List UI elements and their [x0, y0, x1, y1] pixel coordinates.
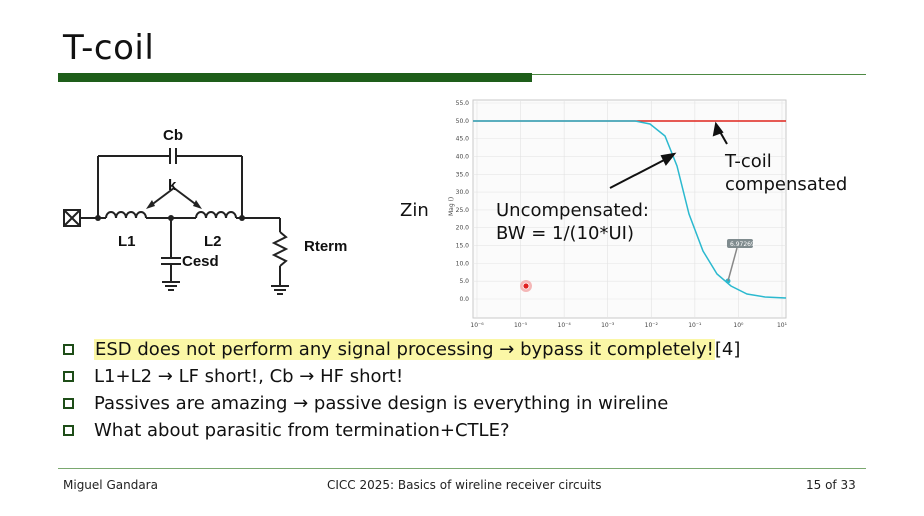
bullet-reference: [4] — [714, 339, 741, 360]
l2-label: L2 — [204, 233, 222, 250]
y-tick-label: 10.0 — [456, 260, 470, 267]
footer-author: Miguel Gandara — [63, 478, 158, 492]
inductor-l1 — [105, 211, 147, 219]
x-tick-label: 10⁻⁶ — [470, 322, 484, 329]
zin-label: Zin — [400, 200, 429, 221]
tcoil-label: T-coil — [725, 151, 772, 172]
uncompensated-label: Uncompensated: — [496, 200, 649, 221]
bullet-item: L1+L2 → LF short!, Cb → HF short! — [63, 363, 740, 390]
slide-title: T-coil — [63, 28, 155, 68]
marker-label: 6.97269 — [730, 241, 755, 248]
x-tick-label: 10¹ — [777, 322, 788, 329]
cb-label: Cb — [163, 127, 183, 144]
marker-box — [727, 239, 753, 248]
y-tick-label: 25.0 — [456, 207, 470, 214]
bullet-text: Passives are amazing → passive design is… — [94, 393, 669, 414]
y-tick-label: 40.0 — [456, 153, 470, 160]
checkbox-bullet-icon — [63, 398, 74, 409]
y-tick-label: 15.0 — [456, 243, 470, 250]
bandwidth-label: BW = 1/(10*UI) — [496, 223, 634, 244]
l1-label: L1 — [118, 233, 136, 250]
bullet-text: L1+L2 → LF short!, Cb → HF short! — [94, 366, 404, 387]
impedance-plot: 55.0 50.0 45.0 40.0 35.0 30.0 25.0 20.0 15.0 10.0… — [445, 96, 790, 332]
cursor-dot — [522, 282, 530, 290]
y-tick-label: 20.0 — [456, 225, 470, 232]
y-axis-label: Mag () — [448, 197, 455, 216]
marker-leader — [727, 247, 738, 282]
tcoil-circuit-diagram: Cb k L1 L2 Cesd Rterm — [63, 127, 347, 295]
bullet-text: ESD does not perform any signal processi… — [94, 339, 715, 360]
x-tick-label: 10⁻⁵ — [514, 322, 528, 329]
y-tick-label: 55.0 — [456, 100, 470, 107]
bullet-item: Passives are amazing → passive design is… — [63, 390, 740, 417]
annotation-arrows — [609, 121, 728, 189]
uncompensated-arrow — [609, 157, 669, 189]
y-tick-label: 5.0 — [459, 278, 469, 285]
k-label: k — [168, 177, 177, 194]
y-tick-label: 0.0 — [459, 296, 469, 303]
title-underline-thin — [532, 74, 866, 75]
bullet-item: What about parasitic from termination+CT… — [63, 417, 740, 444]
bullet-list: ESD does not perform any signal processi… — [63, 336, 740, 444]
x-tick-label: 10⁻¹ — [688, 322, 702, 329]
x-tick-label: 10⁻² — [645, 322, 659, 329]
bullet-text: What about parasitic from termination+CT… — [94, 420, 510, 441]
uncompensated-curve — [473, 120, 787, 299]
checkbox-bullet-icon — [63, 344, 74, 355]
x-tick-label: 10⁰ — [733, 322, 744, 329]
rterm-label: Rterm — [304, 238, 347, 255]
checkbox-bullet-icon — [63, 425, 74, 436]
compensated-label: compensated — [725, 174, 848, 195]
y-tick-label: 30.0 — [456, 189, 470, 196]
footer-divider — [58, 468, 866, 469]
y-tick-label: 50.0 — [456, 118, 470, 125]
x-tick-label: 10⁻⁴ — [558, 322, 572, 329]
cesd-label: Cesd — [182, 253, 219, 270]
footer-conference: CICC 2025: Basics of wireline receiver c… — [327, 478, 602, 492]
footer-page-number: 15 of 33 — [806, 478, 856, 492]
x-tick-label: 10⁻³ — [601, 322, 615, 329]
title-underline — [58, 73, 532, 82]
y-tick-label: 35.0 — [456, 171, 470, 178]
inductor-l2 — [195, 211, 237, 219]
y-tick-label: 45.0 — [456, 136, 470, 143]
checkbox-bullet-icon — [63, 371, 74, 382]
bullet-item: ESD does not perform any signal processi… — [63, 336, 740, 363]
